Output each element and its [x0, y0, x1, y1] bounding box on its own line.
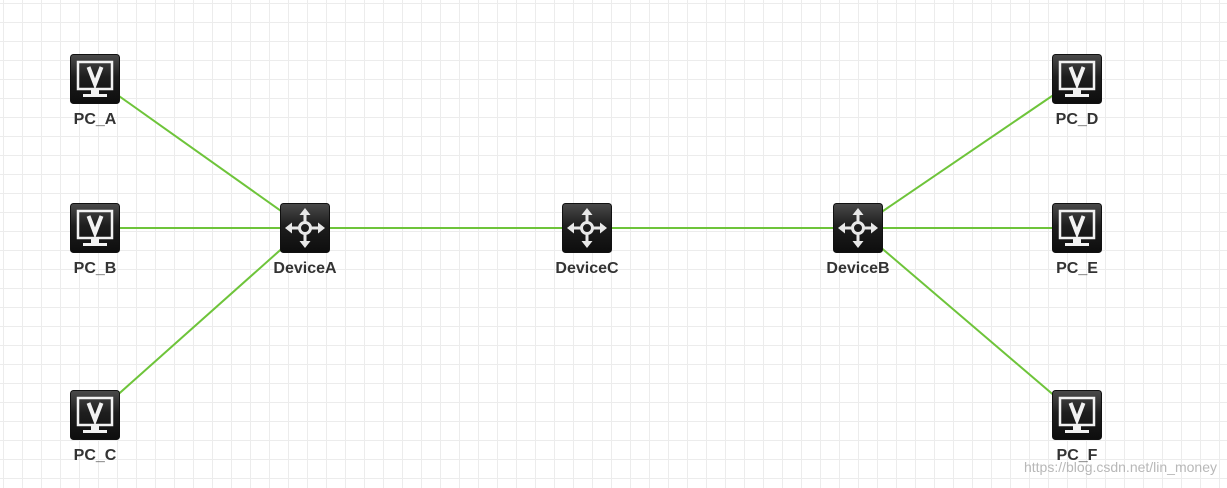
node-label: PC_B — [73, 260, 117, 277]
switch-device-icon[interactable] — [280, 203, 330, 253]
link-pc_a-devicea[interactable] — [94, 78, 306, 229]
node-device-b[interactable]: DeviceB — [818, 203, 898, 283]
node-device-c[interactable]: DeviceC — [547, 203, 627, 283]
link-deviceb-pc_d[interactable] — [857, 78, 1078, 229]
node-pc-e[interactable]: PC_E — [1037, 203, 1117, 283]
node-pc-a[interactable]: PC_A — [55, 54, 135, 134]
node-label: DeviceC — [555, 260, 619, 277]
node-label: PC_C — [73, 447, 117, 464]
link-pc_c-devicea[interactable] — [94, 227, 306, 416]
pc-monitor-icon[interactable] — [1052, 390, 1102, 440]
node-pc-c[interactable]: PC_C — [55, 390, 135, 470]
node-pc-b[interactable]: PC_B — [55, 203, 135, 283]
node-label: PC_A — [73, 111, 117, 128]
pc-monitor-icon[interactable] — [70, 54, 120, 104]
switch-device-icon[interactable] — [833, 203, 883, 253]
node-label: PC_E — [1056, 260, 1098, 277]
node-label: DeviceA — [273, 260, 337, 277]
switch-device-icon[interactable] — [562, 203, 612, 253]
node-pc-d[interactable]: PC_D — [1037, 54, 1117, 134]
pc-monitor-icon[interactable] — [1052, 54, 1102, 104]
node-label: PC_F — [1056, 447, 1098, 464]
node-label: DeviceB — [826, 260, 890, 277]
watermark-url: https://blog.csdn.net/lin_money — [1023, 459, 1217, 475]
link-deviceb-pc_f[interactable] — [857, 227, 1078, 416]
pc-monitor-icon[interactable] — [70, 203, 120, 253]
node-device-a[interactable]: DeviceA — [265, 203, 345, 283]
node-label: PC_D — [1055, 111, 1099, 128]
pc-monitor-icon[interactable] — [70, 390, 120, 440]
pc-monitor-icon[interactable] — [1052, 203, 1102, 253]
node-pc-f[interactable]: PC_F — [1037, 390, 1117, 470]
